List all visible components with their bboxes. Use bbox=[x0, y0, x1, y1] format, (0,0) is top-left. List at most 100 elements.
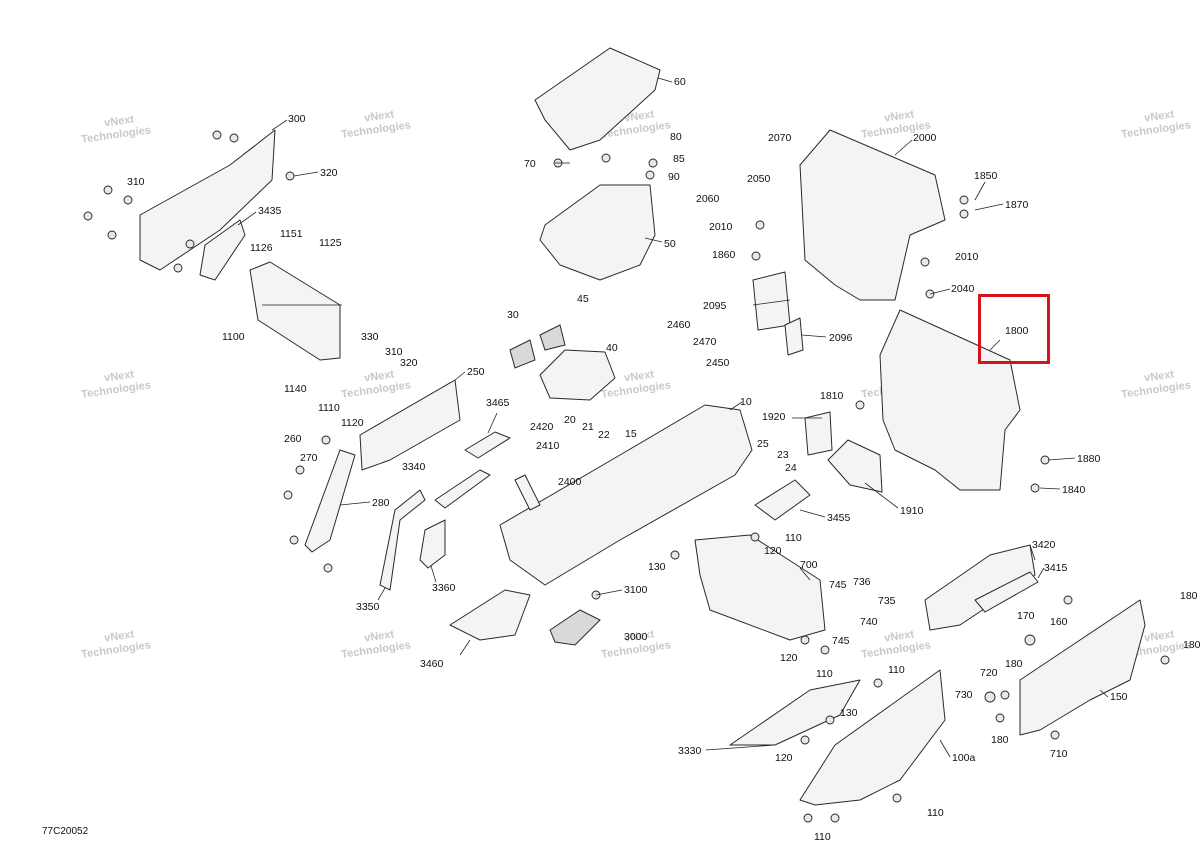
callout-735[interactable]: 735 bbox=[878, 595, 896, 607]
callout-3000[interactable]: 3000 bbox=[624, 631, 648, 643]
callout-10[interactable]: 10 bbox=[740, 396, 752, 408]
part-40 bbox=[539, 349, 616, 401]
callout-3100[interactable]: 3100 bbox=[624, 584, 648, 596]
callout-1870[interactable]: 1870 bbox=[1005, 199, 1029, 211]
callout-300[interactable]: 300 bbox=[288, 113, 306, 125]
callout-2070[interactable]: 2070 bbox=[768, 132, 792, 144]
callout-85[interactable]: 85 bbox=[673, 153, 685, 165]
callout-130a[interactable]: 130 bbox=[648, 561, 666, 573]
callout-21[interactable]: 21 bbox=[582, 421, 594, 433]
callout-1126[interactable]: 1126 bbox=[250, 242, 273, 254]
callout-23[interactable]: 23 bbox=[777, 449, 789, 461]
callout-2060[interactable]: 2060 bbox=[696, 193, 720, 205]
callout-1100[interactable]: 1100 bbox=[222, 331, 245, 343]
callout-720[interactable]: 720 bbox=[980, 667, 998, 679]
callout-180d[interactable]: 180 bbox=[991, 734, 1009, 746]
callout-15[interactable]: 15 bbox=[625, 428, 637, 440]
callout-110b[interactable]: 110 bbox=[816, 668, 833, 680]
callout-2095[interactable]: 2095 bbox=[703, 300, 727, 312]
fastener bbox=[873, 678, 883, 688]
callout-2450[interactable]: 2450 bbox=[706, 357, 730, 369]
callout-110a[interactable]: 110 bbox=[785, 532, 802, 544]
callout-3330[interactable]: 3330 bbox=[678, 745, 702, 757]
callout-130b[interactable]: 130 bbox=[840, 707, 858, 719]
callout-1151[interactable]: 1151 bbox=[280, 228, 303, 240]
callout-745b[interactable]: 745 bbox=[832, 635, 850, 647]
callout-730[interactable]: 730 bbox=[955, 689, 973, 701]
callout-250[interactable]: 250 bbox=[467, 366, 485, 378]
callout-180b[interactable]: 180 bbox=[1183, 639, 1200, 651]
callout-22[interactable]: 22 bbox=[598, 429, 610, 441]
callout-1920[interactable]: 1920 bbox=[762, 411, 786, 423]
callout-180a[interactable]: 180 bbox=[1180, 590, 1198, 602]
callout-110e[interactable]: 110 bbox=[814, 831, 831, 842]
callout-1800[interactable]: 1800 bbox=[1005, 325, 1029, 337]
callout-320b[interactable]: 320 bbox=[400, 357, 418, 369]
callout-90[interactable]: 90 bbox=[668, 171, 680, 183]
callout-1125[interactable]: 1125 bbox=[319, 237, 342, 249]
callout-2400[interactable]: 2400 bbox=[558, 476, 582, 488]
callout-120a[interactable]: 120 bbox=[764, 545, 782, 557]
callout-110d[interactable]: 110 bbox=[927, 807, 944, 819]
callout-2040[interactable]: 2040 bbox=[951, 283, 975, 295]
callout-1120[interactable]: 1120 bbox=[341, 417, 364, 429]
callout-24[interactable]: 24 bbox=[785, 462, 797, 474]
fastener bbox=[820, 645, 830, 655]
callout-270[interactable]: 270 bbox=[300, 452, 318, 464]
callout-20[interactable]: 20 bbox=[564, 414, 576, 426]
callout-3435[interactable]: 3435 bbox=[258, 205, 282, 217]
callout-2096[interactable]: 2096 bbox=[829, 332, 853, 344]
callout-160[interactable]: 160 bbox=[1050, 616, 1068, 628]
callout-45[interactable]: 45 bbox=[577, 293, 589, 305]
callout-40[interactable]: 40 bbox=[606, 342, 618, 354]
callout-280[interactable]: 280 bbox=[372, 497, 390, 509]
callout-50[interactable]: 50 bbox=[664, 238, 676, 250]
callout-310[interactable]: 310 bbox=[127, 176, 145, 188]
callout-110c[interactable]: 110 bbox=[888, 664, 905, 676]
callout-2420[interactable]: 2420 bbox=[530, 421, 554, 433]
callout-3340[interactable]: 3340 bbox=[402, 461, 426, 473]
callout-740[interactable]: 740 bbox=[860, 616, 878, 628]
callout-120b[interactable]: 120 bbox=[780, 652, 798, 664]
callout-1810[interactable]: 1810 bbox=[820, 390, 844, 402]
callout-330[interactable]: 330 bbox=[361, 331, 379, 343]
callout-3465[interactable]: 3465 bbox=[486, 397, 510, 409]
callout-60[interactable]: 60 bbox=[674, 76, 686, 88]
callout-2410[interactable]: 2410 bbox=[536, 440, 560, 452]
callout-1110[interactable]: 1110 bbox=[318, 402, 340, 414]
callout-1840[interactable]: 1840 bbox=[1062, 484, 1086, 496]
callout-2010b[interactable]: 2010 bbox=[955, 251, 979, 263]
callout-100a[interactable]: 100a bbox=[952, 752, 976, 764]
callout-745a[interactable]: 745 bbox=[829, 579, 847, 591]
callout-80[interactable]: 80 bbox=[670, 131, 682, 143]
callout-30[interactable]: 30 bbox=[507, 309, 519, 321]
callout-25[interactable]: 25 bbox=[757, 438, 769, 450]
callout-120c[interactable]: 120 bbox=[775, 752, 793, 764]
callout-2010a[interactable]: 2010 bbox=[709, 221, 733, 233]
callout-2470[interactable]: 2470 bbox=[693, 336, 717, 348]
callout-2000[interactable]: 2000 bbox=[913, 132, 937, 144]
callout-180c[interactable]: 180 bbox=[1005, 658, 1023, 670]
callout-710[interactable]: 710 bbox=[1050, 748, 1068, 760]
callout-1860[interactable]: 1860 bbox=[712, 249, 736, 261]
callout-70[interactable]: 70 bbox=[524, 158, 536, 170]
callout-2460[interactable]: 2460 bbox=[667, 319, 691, 331]
callout-3420[interactable]: 3420 bbox=[1032, 539, 1056, 551]
callout-3360[interactable]: 3360 bbox=[432, 582, 456, 594]
callout-1880[interactable]: 1880 bbox=[1077, 453, 1101, 465]
callout-150[interactable]: 150 bbox=[1110, 691, 1128, 703]
callout-320[interactable]: 320 bbox=[320, 167, 338, 179]
callout-1140[interactable]: 1140 bbox=[284, 383, 307, 395]
callout-700[interactable]: 700 bbox=[800, 559, 818, 571]
callout-3415[interactable]: 3415 bbox=[1044, 562, 1068, 574]
callout-1850[interactable]: 1850 bbox=[974, 170, 998, 182]
callout-736[interactable]: 736 bbox=[853, 576, 871, 588]
callout-310b[interactable]: 310 bbox=[385, 346, 403, 358]
callout-3455[interactable]: 3455 bbox=[827, 512, 851, 524]
callout-170[interactable]: 170 bbox=[1017, 610, 1035, 622]
callout-3350[interactable]: 3350 bbox=[356, 601, 380, 613]
callout-1910[interactable]: 1910 bbox=[900, 505, 924, 517]
callout-2050[interactable]: 2050 bbox=[747, 173, 771, 185]
callout-260[interactable]: 260 bbox=[284, 433, 302, 445]
callout-3460[interactable]: 3460 bbox=[420, 658, 444, 670]
